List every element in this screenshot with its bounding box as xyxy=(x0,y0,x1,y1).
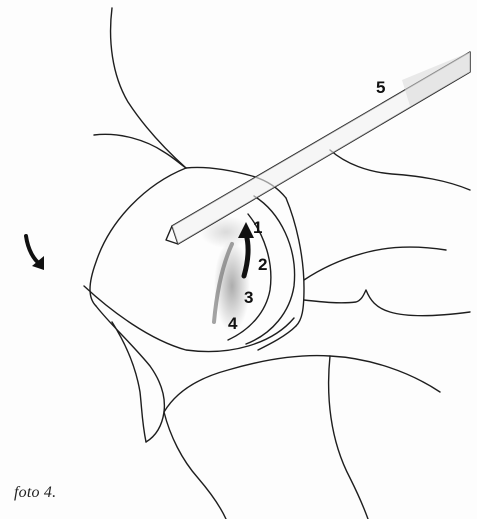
label-3: 3 xyxy=(244,288,253,307)
globe-lower-outline xyxy=(84,286,294,352)
bottom-right-inner xyxy=(258,326,296,350)
notch-contour xyxy=(304,290,470,316)
rotation-arrow-icon xyxy=(26,236,44,270)
label-4: 4 xyxy=(228,314,238,333)
right-mid-contour xyxy=(304,247,446,280)
right-upper-contour xyxy=(330,150,470,190)
label-5: 5 xyxy=(376,78,385,97)
upper-left-contour xyxy=(94,134,186,168)
lower-left-fold-inner xyxy=(112,322,146,442)
figure-caption: foto 4. xyxy=(14,484,56,502)
bottom-contour xyxy=(164,412,226,519)
label-2: 2 xyxy=(258,255,267,274)
lower-left-fold xyxy=(96,306,164,442)
label-1: 1 xyxy=(253,218,262,237)
lower-body-contour xyxy=(164,356,440,412)
bottom-right-contour xyxy=(329,356,368,519)
globe-outline xyxy=(90,168,186,306)
right-ridge xyxy=(286,198,304,326)
